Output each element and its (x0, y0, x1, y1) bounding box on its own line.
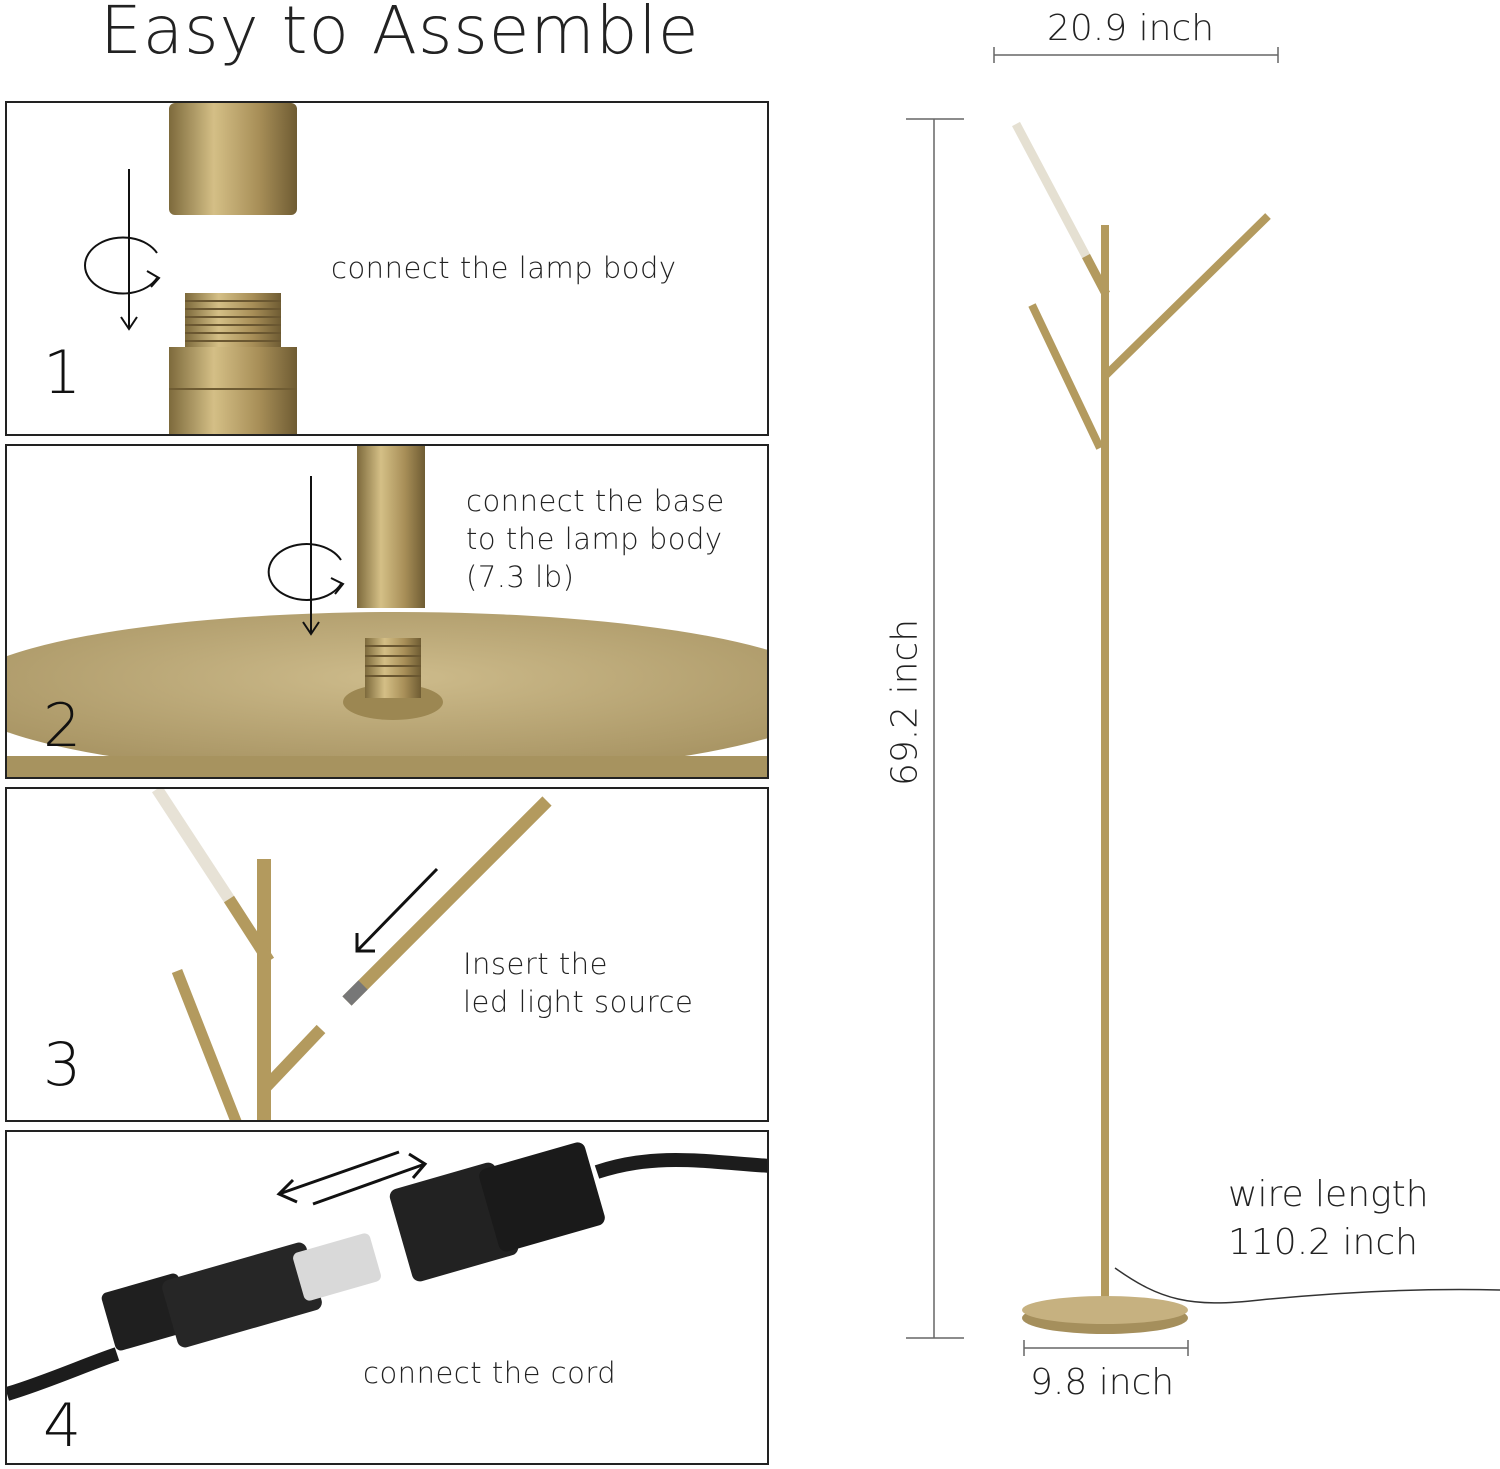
rotate-down-arrow-icon (84, 169, 161, 331)
step-number: 2 (43, 691, 82, 761)
step-4-panel: 4 connect the cord (5, 1130, 769, 1465)
step-number: 1 (43, 338, 82, 408)
socket-cord (594, 1152, 767, 1179)
step-number: 4 (43, 1391, 82, 1461)
base-width-label: 9.8 inch (1030, 1362, 1175, 1403)
caption-line: (7.3 lb) (466, 560, 575, 594)
lamp-body-connector-illustration (84, 103, 297, 434)
lamp-figure (1012, 121, 1271, 1334)
connect-arrows-icon (276, 1150, 428, 1206)
page-title: Easy to Assemble (100, 0, 700, 69)
right-branch (1102, 213, 1271, 379)
step-number: 3 (43, 1030, 82, 1100)
step-caption: Insert the led light source (463, 945, 693, 1021)
floor-lamp-dimension-drawing (906, 47, 1500, 1356)
left-branch (1028, 303, 1104, 450)
caption-line: led light source (463, 985, 694, 1019)
caption-line: connect the base (466, 484, 725, 518)
base-connector-illustration (7, 446, 767, 777)
caption-line: Insert the (463, 947, 608, 981)
led-light-bar (342, 796, 552, 1006)
step-caption: connect the cord (363, 1354, 616, 1392)
plug-tip (293, 1233, 381, 1301)
top-led-branch (1012, 121, 1090, 259)
left-branch (171, 968, 242, 1120)
lower-tube (169, 347, 297, 434)
upper-tube (169, 103, 297, 215)
wire-length-label: wire length (1228, 1174, 1429, 1215)
plug-cord (7, 1347, 120, 1401)
lamp-body-tube (357, 446, 425, 608)
height-dimension-line (906, 118, 964, 1339)
step-caption: connect the base to the lamp body (7.3 l… (466, 482, 725, 596)
width-label: 20.9 inch (1047, 8, 1215, 49)
step-1-panel: 1 connect the lamp body (5, 101, 769, 436)
rotate-down-arrow-icon (267, 476, 345, 636)
right-socket (259, 1024, 326, 1094)
caption-line: connect the lamp body (331, 251, 677, 285)
width-dimension-line (993, 47, 1279, 63)
cord-connector-illustration (7, 1142, 767, 1401)
caption-line: connect the cord (363, 1356, 617, 1390)
step-caption: connect the lamp body (331, 249, 677, 287)
insert-arrow-icon (355, 867, 439, 953)
caption-line: to the lamp body (466, 522, 723, 556)
step-3-panel: 3 Insert the led light source (5, 787, 769, 1122)
led-insert-illustration (151, 789, 552, 1120)
thread-stub (185, 293, 281, 349)
height-label: 69.2 inch (884, 618, 926, 787)
step-2-panel: 2 connect the base to the lamp body (7.3… (5, 444, 769, 779)
power-wire (1114, 1267, 1500, 1304)
wire-length-value: 110.2 inch (1228, 1222, 1418, 1263)
base-dimension-line (1023, 1340, 1189, 1356)
led-branch (151, 789, 235, 903)
